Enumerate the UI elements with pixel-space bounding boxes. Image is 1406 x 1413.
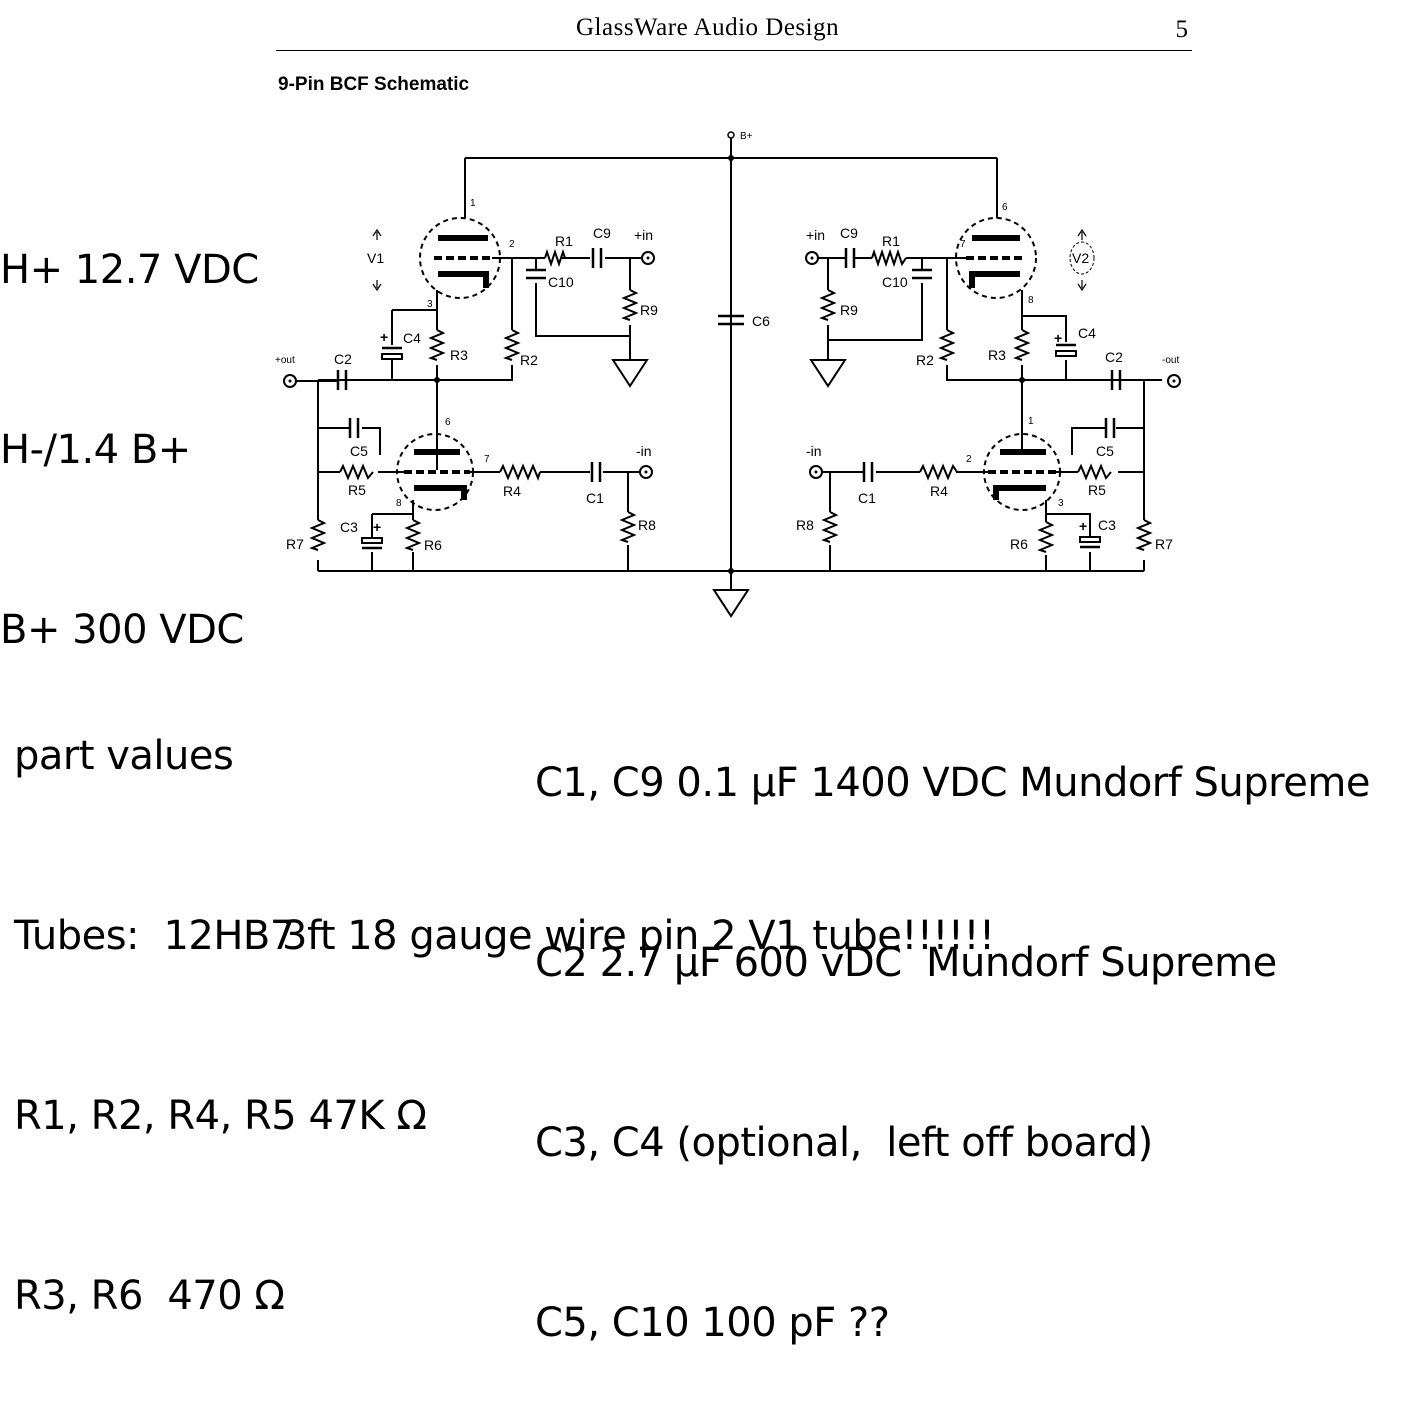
schematic-label: R9	[640, 302, 658, 318]
schematic-label: R7	[1155, 536, 1173, 552]
schematic-label: 8	[1028, 295, 1034, 306]
part-note: R1, R2, R4, R5 47K Ω	[14, 1093, 427, 1139]
schematic-label: +	[380, 329, 388, 345]
document-title: GlassWare Audio Design	[576, 14, 840, 41]
schematic-label: -in	[636, 443, 652, 459]
schematic-label: 6	[1002, 202, 1008, 213]
left-out-jack	[283, 374, 297, 388]
left-channel: 1 2 3 V1 R1 C9 +in C10 R9 R3 R2 +	[275, 198, 1144, 572]
schematic-label: C2	[334, 351, 352, 367]
schematic-label: +	[373, 519, 381, 535]
wire-note: 3ft 18 gauge wire pin 2 V1 tube!!!!!!	[282, 913, 995, 959]
schematic-label: C4	[403, 330, 421, 346]
schematic-label: R3	[450, 347, 468, 363]
supply-voltage-notes: H+ 12.7 VDC H-/1.4 B+ B+ 300 VDC	[0, 120, 259, 720]
v1-lower-triode: 6 7 8	[396, 417, 490, 511]
part-note: part values	[14, 733, 234, 779]
left-minus-in-jack	[639, 465, 653, 479]
schematic-label: C3	[340, 519, 358, 535]
schematic-label: 8	[396, 498, 402, 509]
schematic-label: C3	[1098, 517, 1116, 533]
schematic-label: 1	[1028, 416, 1034, 427]
supply-note: B+ 300 VDC	[0, 607, 244, 653]
bcf-schematic: B+ C6 1 2 3 V1 R1 C9 +in	[275, 131, 1181, 617]
part-note: R3, R6 470 Ω	[14, 1273, 285, 1319]
schematic-label: +	[1054, 330, 1062, 346]
schematic-label: R5	[348, 482, 366, 498]
schematic-label: C9	[593, 225, 611, 241]
schematic-label: 3	[427, 299, 433, 310]
schematic-label: C10	[882, 274, 908, 290]
c6-label: C6	[752, 313, 770, 329]
schematic-label: 3	[1058, 498, 1064, 509]
schematic-label: -out	[1162, 355, 1179, 366]
schematic-label: R6	[424, 537, 442, 553]
schematic-label: +out	[275, 355, 295, 366]
b-plus-label: B+	[740, 131, 753, 142]
capacitor-note: C5, C10 100 pF ??	[535, 1300, 890, 1346]
capacitor-note: C1, C9 0.1 µF 1400 VDC Mundorf Supreme	[535, 760, 1370, 806]
schematic-label: R1	[555, 233, 573, 249]
schematic-label: R5	[1088, 482, 1106, 498]
schematic-label: 7	[484, 454, 490, 465]
right-r9-ground-icon	[810, 351, 846, 387]
right-channel: 6 7 8 V2 +in C9 R1 C10 R9 R3 R2 + C4	[796, 202, 1181, 571]
schematic-label: R8	[638, 517, 656, 533]
schematic-label: C2	[1105, 349, 1123, 365]
supply-note: H+ 12.7 VDC	[0, 247, 259, 293]
supply-note: H-/1.4 B+	[0, 427, 191, 473]
v2-upper-triode: 6 7 8	[955, 202, 1037, 306]
b-plus-rail: B+	[464, 131, 998, 617]
schematic-label: C1	[858, 490, 876, 506]
schematic-label: 1	[470, 198, 476, 209]
right-out-jack	[1167, 374, 1181, 388]
page-header: GlassWare Audio Design 5	[276, 14, 1192, 51]
schematic-label: +in	[634, 227, 653, 243]
schematic-label: R8	[796, 517, 814, 533]
capacitor-c6: C6	[718, 313, 770, 329]
schematic-label: C5	[350, 443, 368, 459]
schematic-label: R4	[503, 483, 521, 499]
schematic-label: R2	[520, 352, 538, 368]
main-ground-icon	[713, 581, 749, 617]
schematic-label: R6	[1010, 536, 1028, 552]
v2-label: V2	[1072, 250, 1089, 266]
part-note: Tubes: 12HB7	[14, 913, 295, 959]
schematic-label: C9	[840, 225, 858, 241]
schematic-label: C1	[586, 490, 604, 506]
schematic-label: 6	[445, 417, 451, 428]
schematic-label: C5	[1096, 443, 1114, 459]
schematic-label: R2	[916, 352, 934, 368]
schematic-label: 7	[960, 239, 966, 250]
schematic-label: R9	[840, 302, 858, 318]
schematic-label: R3	[988, 347, 1006, 363]
schematic-label: C4	[1078, 325, 1096, 341]
v2-lower-triode: 1 2 3	[966, 416, 1064, 511]
right-plus-in-jack	[805, 251, 819, 265]
schematic-label: 2	[966, 454, 972, 465]
schematic-label: +in	[806, 227, 825, 243]
capacitor-note: C3, C4 (optional, left off board)	[535, 1120, 1153, 1166]
left-r9-ground-icon	[612, 351, 648, 387]
page-number: 5	[1175, 16, 1189, 43]
schematic-label: R1	[882, 233, 900, 249]
right-minus-in-jack	[809, 465, 823, 479]
schematic-label: +	[1079, 518, 1087, 534]
schematic-label: -in	[806, 443, 822, 459]
left-plus-in-jack	[641, 251, 655, 265]
schematic-label: R7	[286, 536, 304, 552]
schematic-title: 9-Pin BCF Schematic	[278, 74, 470, 95]
schematic-label: C10	[548, 274, 574, 290]
schematic-label: R4	[930, 483, 948, 499]
v1-label: V1	[367, 250, 384, 266]
schematic-label: 2	[509, 239, 515, 250]
v1-upper-triode: 1 2 3	[419, 198, 515, 310]
